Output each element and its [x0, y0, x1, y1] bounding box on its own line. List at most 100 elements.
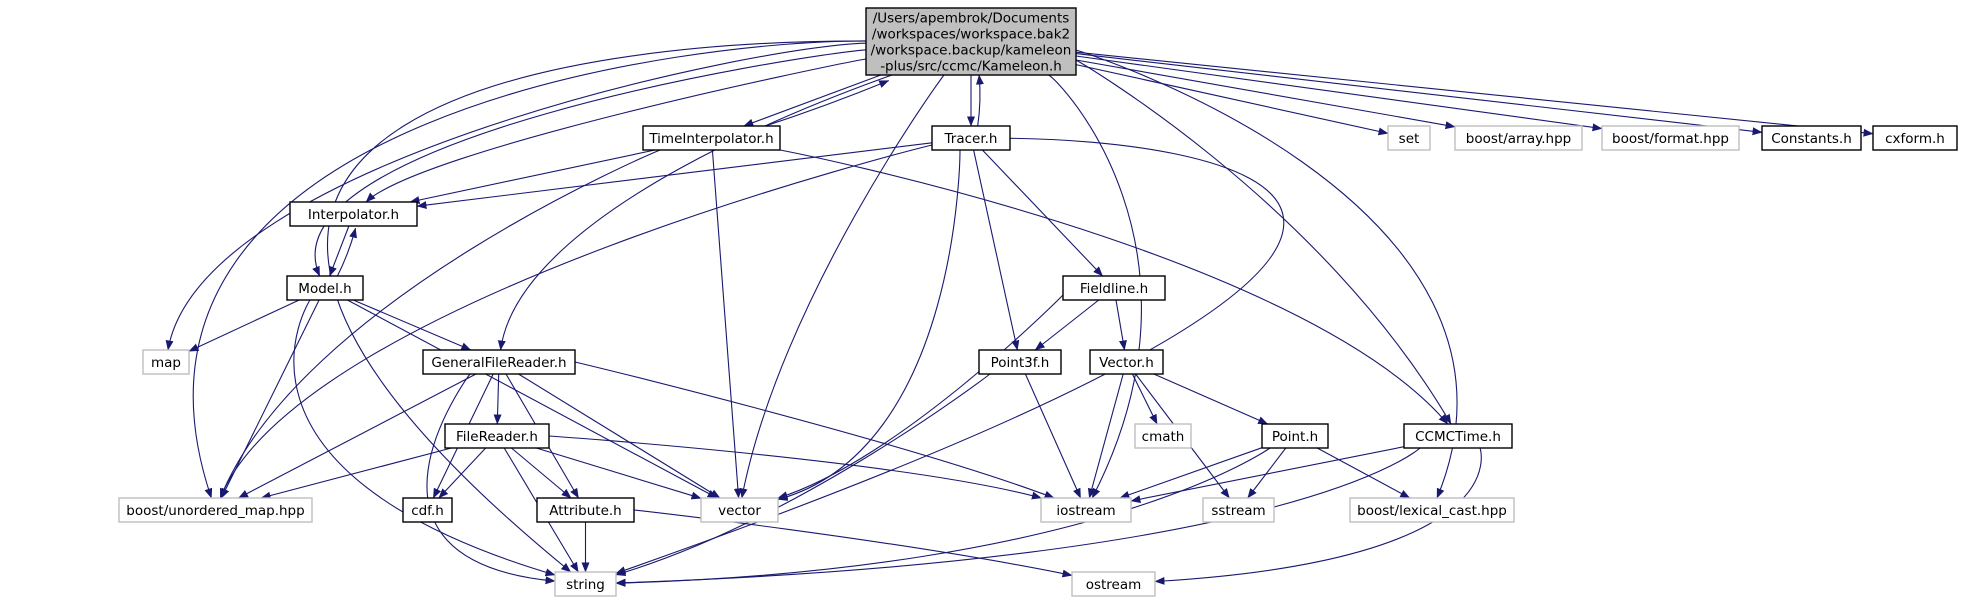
node-label-boostformat: boost/format.hpp [1612, 131, 1729, 147]
edge-filereader-to-vector [536, 447, 702, 500]
edge-tracer-to-unordered [219, 144, 933, 499]
edge-pointh-to-sstream [1247, 447, 1287, 499]
edge-tracer-to-point3f [973, 149, 1020, 351]
edge-attribute-to-ostream [633, 509, 1073, 578]
node-box-tracer [931, 125, 1011, 151]
node-box-cxform [1872, 125, 1958, 151]
edge-point3f-to-string [615, 373, 991, 577]
edge-model-to-map [188, 299, 300, 352]
node-label-point3f: Point3f.h [991, 355, 1050, 371]
edge-timeinterp-to-unordered [219, 149, 661, 499]
edge-pointh-to-lexcast [1316, 447, 1411, 499]
node-label-iostream: iostream [1056, 503, 1115, 519]
node-lexcast: boost/lexical_cast.hpp [1349, 497, 1515, 523]
node-label-vectorh: Vector.h [1099, 355, 1154, 371]
node-timeinterp[interactable]: TimeInterpolator.h [642, 125, 781, 151]
node-label-ostream: ostream [1086, 577, 1142, 593]
node-box-model [286, 275, 364, 301]
node-label-cmath: cmath [1142, 429, 1185, 445]
node-box-point3f [978, 349, 1062, 375]
dependency-nodes: /Users/apembrok/Documents/workspaces/wor… [118, 7, 1958, 597]
node-box-iostream [1040, 497, 1132, 523]
edge-model-to-gfr [352, 299, 472, 351]
node-label-root-line-0: /Users/apembrok/Documents [873, 11, 1070, 27]
edge-root-to-boostformat [1075, 55, 1603, 132]
edge-root-to-iostream [1048, 74, 1142, 499]
node-label-filereader: FileReader.h [456, 429, 538, 445]
node-box-interp [289, 201, 418, 227]
node-label-tracer: Tracer.h [944, 131, 998, 147]
node-box-filereader [444, 423, 550, 449]
node-box-attribute [536, 497, 635, 523]
node-label-root-line-2: /workspace.backup/kameleon [871, 43, 1072, 59]
node-box-ccmctime [1403, 423, 1513, 449]
node-box-boostformat [1601, 125, 1740, 151]
edge-root-to-model [312, 49, 867, 277]
node-label-model: Model.h [298, 281, 351, 297]
node-label-attribute: Attribute.h [549, 503, 621, 519]
node-label-gfr: GeneralFileReader.h [431, 355, 566, 371]
node-label-vector: vector [718, 503, 761, 519]
edge-root-to-map [165, 42, 867, 351]
dependency-edges [165, 40, 1874, 587]
edge-fieldline-to-vector [777, 294, 1064, 499]
edge-root-to-string [327, 40, 867, 573]
edge-gfr-to-vector [518, 373, 721, 499]
node-pointh[interactable]: Point.h [1261, 423, 1329, 449]
edge-root-to-interp [365, 58, 867, 203]
node-constants[interactable]: Constants.h [1761, 125, 1862, 151]
node-filereader[interactable]: FileReader.h [444, 423, 550, 449]
edge-fieldline-to-vectorh [1115, 299, 1127, 351]
edge-point3f-to-iostream [1024, 373, 1082, 499]
node-point3f[interactable]: Point3f.h [978, 349, 1062, 375]
node-label-interp: Interpolator.h [308, 207, 399, 223]
edge-fieldline-to-point3f [1034, 299, 1100, 351]
node-cdf[interactable]: cdf.h [402, 497, 453, 523]
edge-vectorh-to-cmath [1131, 373, 1158, 425]
node-label-root-line-3: -plus/src/ccmc/Kameleon.h [880, 59, 1062, 75]
node-ccmctime[interactable]: CCMCTime.h [1403, 423, 1513, 449]
node-interp[interactable]: Interpolator.h [289, 201, 418, 227]
edge-interp-to-model [329, 225, 350, 277]
edge-filereader-to-iostream [548, 435, 1042, 500]
node-tracer[interactable]: Tracer.h [931, 125, 1011, 151]
edge-timeinterp-to-ccmctime [779, 149, 1449, 425]
node-box-lexcast [1349, 497, 1515, 523]
node-label-cxform: cxform.h [1885, 131, 1945, 147]
node-gfr[interactable]: GeneralFileReader.h [422, 349, 576, 375]
node-vector: vector [700, 497, 779, 523]
edge-root-to-set [1075, 64, 1389, 136]
edge-root-to-timeinterp [743, 74, 882, 127]
node-box-string [554, 571, 617, 597]
edge-gfr-to-iostream [574, 361, 1055, 499]
edge-model-to-vector [347, 299, 718, 499]
node-string: string [554, 571, 617, 597]
node-fieldline[interactable]: Fieldline.h [1062, 275, 1166, 301]
node-attribute[interactable]: Attribute.h [536, 497, 635, 523]
node-label-ccmctime: CCMCTime.h [1415, 429, 1501, 445]
node-label-cdf: cdf.h [411, 503, 444, 519]
edge-vectorh-to-iostream [1087, 373, 1124, 499]
node-box-ostream [1071, 571, 1156, 597]
edge-filereader-to-cdf [438, 447, 487, 499]
node-label-set: set [1399, 131, 1420, 147]
edge-tracer-to-root [975, 74, 984, 127]
edge-model-to-interp [335, 227, 357, 279]
node-boostformat: boost/format.hpp [1601, 125, 1740, 151]
node-label-pointh: Point.h [1272, 429, 1318, 445]
node-root[interactable]: /Users/apembrok/Documents/workspaces/wor… [865, 7, 1077, 76]
edge-tracer-to-string [615, 137, 1285, 574]
node-label-boostarray: boost/array.hpp [1466, 131, 1571, 147]
edge-filereader-to-attribute [511, 447, 572, 499]
node-box-root [865, 7, 1077, 76]
node-box-set [1387, 125, 1431, 151]
edge-model-to-unordered [220, 299, 320, 499]
node-cxform[interactable]: cxform.h [1872, 125, 1958, 151]
node-label-constants: Constants.h [1771, 131, 1852, 147]
node-unordered: boost/unordered_map.hpp [118, 497, 313, 523]
node-vectorh[interactable]: Vector.h [1089, 349, 1164, 375]
edge-root-to-constants [1075, 53, 1763, 136]
node-model[interactable]: Model.h [286, 275, 364, 301]
node-box-gfr [422, 349, 576, 375]
